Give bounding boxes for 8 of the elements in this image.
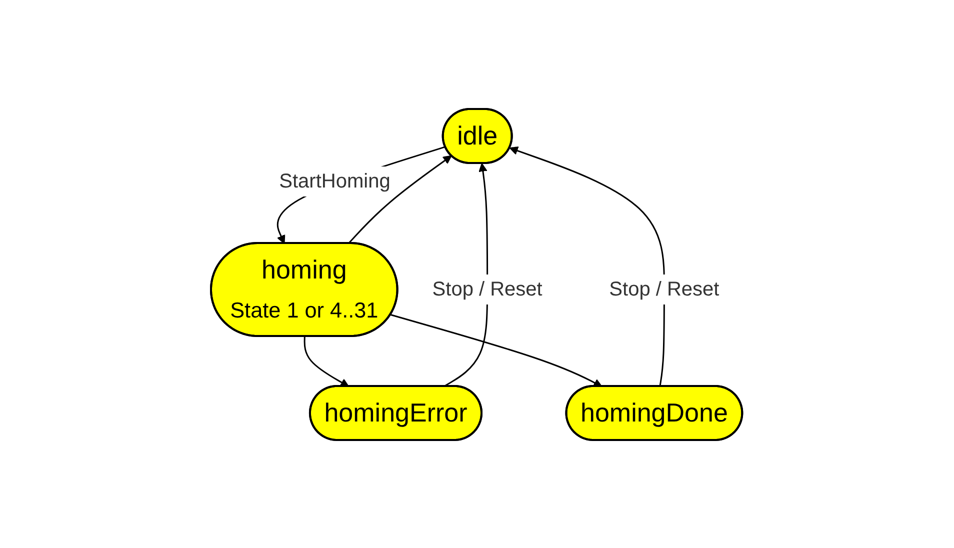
arrow: [304, 336, 350, 386]
arrow: [348, 154, 452, 244]
arrow: [510, 146, 666, 386]
edge-label: Stop / Reset: [610, 278, 720, 300]
edge-label: Stop / Reset: [432, 278, 543, 300]
arrow: [390, 314, 603, 386]
edge-label: StartHoming: [280, 170, 391, 192]
arrow: [277, 146, 446, 244]
